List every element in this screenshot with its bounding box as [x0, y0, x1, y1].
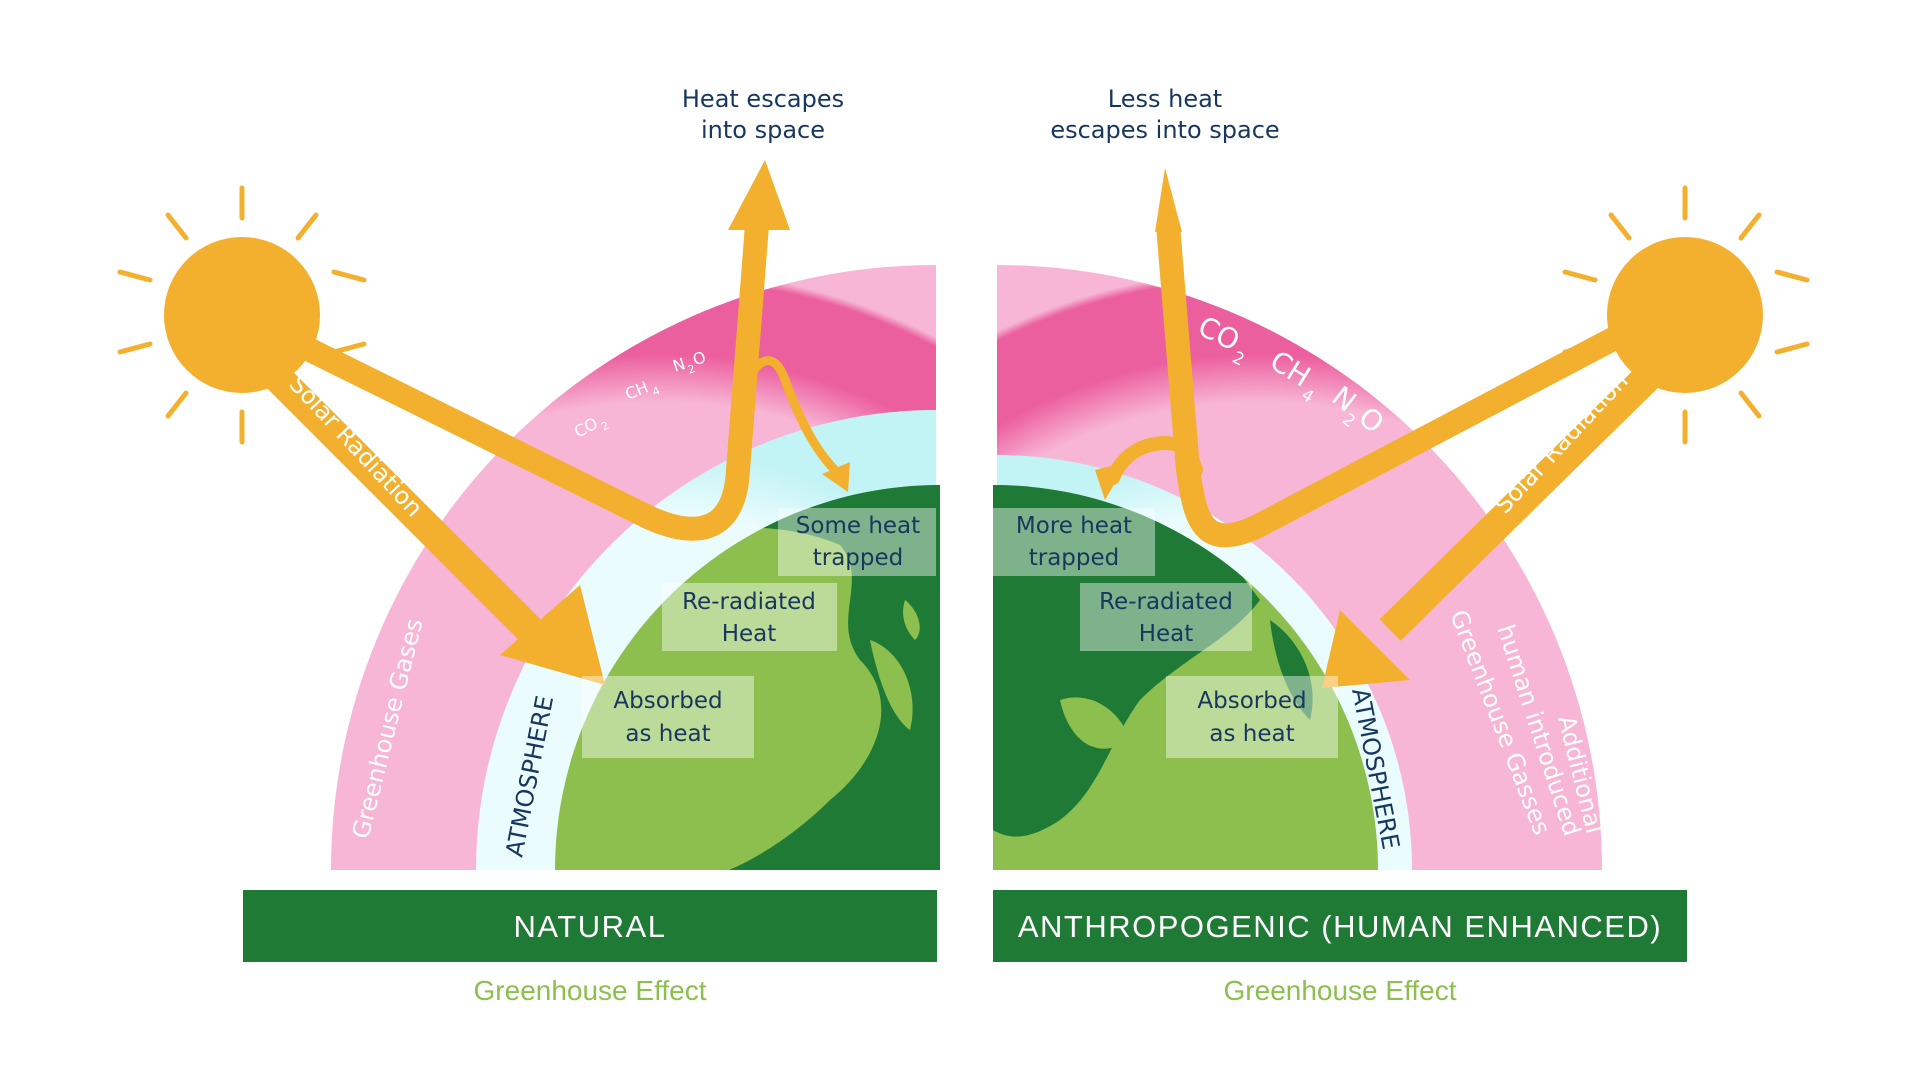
natural-absorbed-label-line2: as heat — [625, 721, 710, 747]
natural-escape-arrow — [294, 224, 769, 541]
natural-trapped-label-line2: trapped — [813, 545, 904, 571]
natural-absorbed-box — [582, 676, 754, 758]
anthropogenic-panel — [993, 265, 1602, 870]
anthropogenic-earth — [993, 485, 1378, 870]
anthropogenic-band — [993, 890, 1687, 962]
anthropogenic-reradiated-label-line1: Re-radiated — [1099, 589, 1233, 615]
natural-band-label: NATURAL — [514, 909, 667, 944]
anthropogenic-escape-arrow — [1156, 224, 1636, 548]
natural-absorbed-label-line1: Absorbed — [613, 688, 722, 714]
anthropogenic-reradiated-label-line2: Heat — [1139, 621, 1194, 647]
natural-escape-arrowhead — [728, 160, 790, 230]
natural-solar-arrowhead — [500, 585, 605, 685]
anthropogenic-reradiated-box — [1080, 583, 1252, 651]
natural-gas-n2o-o: O — [690, 347, 708, 369]
natural-reradiated-label-line2: Heat — [722, 621, 777, 647]
anthropogenic-solar-arrowhead — [1322, 610, 1410, 688]
anthropogenic-band-label: ANTHROPOGENIC (HUMAN ENHANCED) — [1018, 909, 1662, 944]
natural-band — [243, 890, 937, 962]
natural-reradiated-box — [662, 583, 837, 651]
anthropogenic-absorbed-label-line2: as heat — [1209, 721, 1294, 747]
natural-gas-n2o-n: N — [670, 354, 687, 376]
natural-escape-label-line1: Heat escapes — [682, 85, 844, 113]
natural-solar-arrow — [249, 349, 541, 641]
anthropogenic-absorbed-label-line1: Absorbed — [1197, 688, 1306, 714]
natural-panel — [331, 265, 940, 870]
anthropogenic-solar-arrow — [1379, 349, 1676, 641]
natural-reradiated-label-line1: Re-radiated — [682, 589, 816, 615]
natural-effect-label: Greenhouse Effect — [474, 975, 707, 1006]
anthropogenic-trapped-label-line1: More heat — [1016, 513, 1132, 539]
natural-trapped-label-line1: Some heat — [796, 513, 920, 539]
anthropogenic-effect-label: Greenhouse Effect — [1224, 975, 1457, 1006]
natural-trapped-arrowhead — [822, 462, 850, 492]
anthropogenic-escape-label-line2: escapes into space — [1050, 116, 1279, 144]
natural-ocean — [620, 485, 940, 870]
anthropogenic-ocean — [993, 485, 1260, 837]
natural-trapped-box — [778, 508, 936, 576]
natural-escape-label-line2: into space — [701, 116, 825, 144]
anthropogenic-sun-icon — [1562, 185, 1810, 445]
anthropogenic-trapped-arrowhead — [1095, 462, 1127, 500]
anthropogenic-escape-arrowhead — [1155, 168, 1182, 232]
natural-trapped-arrow — [737, 356, 840, 475]
natural-earth — [555, 485, 940, 870]
anthropogenic-escape-label-line1: Less heat — [1108, 85, 1222, 113]
natural-gas-ch4-sub: 4 — [651, 384, 662, 399]
natural-gas-n2o-sub: 2 — [686, 362, 697, 377]
anthropogenic-trapped-box — [993, 508, 1155, 576]
anthropogenic-absorbed-box — [1166, 676, 1338, 758]
anthropogenic-trapped-label-line2: trapped — [1029, 545, 1120, 571]
